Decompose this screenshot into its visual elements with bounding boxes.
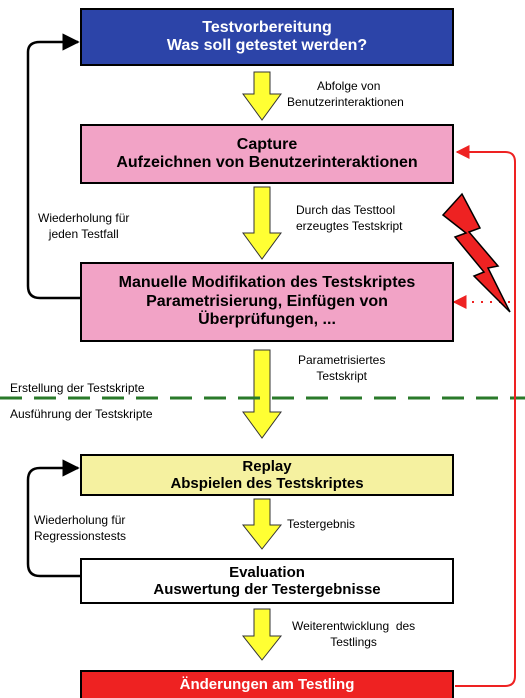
note-abfolge-line1: Abfolge von bbox=[317, 79, 381, 93]
flow-arrow-3 bbox=[242, 349, 282, 439]
flow-arrow-1 bbox=[242, 71, 282, 121]
note-erstellung: Erstellung der Testskripte bbox=[10, 381, 145, 395]
note-wiederholung-regression-line2: Regressionstests bbox=[34, 529, 127, 544]
flow-arrow-5 bbox=[241, 608, 283, 661]
note-weiterentwicklung-line2: Testlings bbox=[330, 635, 377, 650]
box-evaluation-title: Evaluation bbox=[229, 563, 305, 581]
box-testvorbereitung-title: Testvorbereitung bbox=[202, 18, 332, 36]
note-parametrisiertes-line2: Testskript bbox=[316, 369, 368, 384]
note-abfolge: Abfolge von Benutzerinteraktionen bbox=[287, 78, 404, 110]
box-replay-subtitle: Abspielen des Testskriptes bbox=[170, 475, 364, 492]
box-manuell-line2: Parametrisierung, Einfügen von bbox=[146, 292, 388, 310]
box-aenderungen-title: Änderungen am Testling bbox=[179, 676, 355, 694]
flow-arrow-4 bbox=[241, 498, 283, 550]
note-parametrisiertes-line1: Parametrisiertes bbox=[298, 353, 386, 367]
note-wiederholung-testfall: Wiederholung für jeden Testfall bbox=[38, 210, 129, 242]
box-evaluation-subtitle: Auswertung der Testergebnisse bbox=[153, 581, 381, 598]
box-manuell: Manuelle Modifikation des Testskriptes P… bbox=[80, 262, 454, 342]
loop-arrow-regression bbox=[26, 459, 80, 578]
feedback-arrow bbox=[455, 145, 516, 687]
note-wiederholung-testfall-line2: jeden Testfall bbox=[48, 227, 119, 242]
box-manuell-line3: Überprüfungen, ... bbox=[198, 311, 336, 329]
box-testvorbereitung: Testvorbereitung Was soll getestet werde… bbox=[80, 8, 454, 66]
note-ausfuehrung: Ausführung der Testskripte bbox=[10, 407, 153, 421]
box-capture-title: Capture bbox=[236, 135, 298, 153]
note-wiederholung-testfall-line1: Wiederholung für bbox=[38, 211, 130, 225]
note-testergebnis: Testergebnis bbox=[287, 517, 356, 531]
box-manuell-title: Manuelle Modifikation des Testskriptes bbox=[118, 274, 416, 292]
box-evaluation: Evaluation Auswertung der Testergebnisse bbox=[80, 558, 454, 604]
box-aenderungen: Änderungen am Testling bbox=[80, 670, 454, 698]
box-replay: Replay Abspielen des Testskriptes bbox=[80, 454, 454, 496]
note-wiederholung-regression-line1: Wiederholung für bbox=[34, 513, 126, 527]
note-weiterentwicklung-line1: Weiterentwicklung des bbox=[292, 619, 416, 633]
note-durch-testtool: Durch das Testtool erzeugtes Testskript bbox=[296, 202, 403, 234]
box-capture-subtitle: Aufzeichnen von Benutzerinteraktionen bbox=[116, 154, 418, 171]
note-parametrisiertes: Parametrisiertes Testskript bbox=[298, 352, 385, 384]
flow-arrow-2 bbox=[242, 186, 282, 260]
note-wiederholung-regression: Wiederholung für Regressionstests bbox=[34, 512, 126, 544]
note-durch-testtool-line1: Durch das Testtool bbox=[296, 203, 396, 217]
note-abfolge-line2: Benutzerinteraktionen bbox=[287, 95, 404, 110]
note-weiterentwicklung: Weiterentwicklung des Testlings bbox=[292, 618, 415, 650]
box-capture: Capture Aufzeichnen von Benutzerinterakt… bbox=[80, 124, 454, 184]
box-replay-title: Replay bbox=[242, 457, 292, 475]
box-testvorbereitung-subtitle: Was soll getestet werden? bbox=[166, 37, 368, 54]
note-durch-testtool-line2: erzeugtes Testskript bbox=[296, 219, 403, 234]
lightning-icon bbox=[441, 192, 511, 313]
loop-arrow-testfall bbox=[26, 33, 80, 300]
